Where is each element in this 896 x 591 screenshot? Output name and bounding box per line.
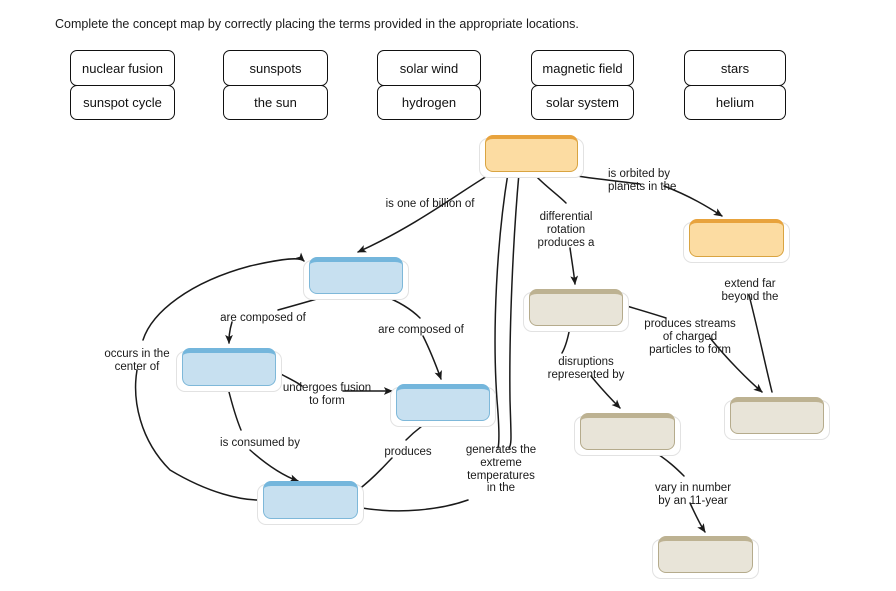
- term-option-hydrogen[interactable]: hydrogen: [377, 85, 481, 120]
- edge-consumed-to-nucfusion: [249, 449, 299, 482]
- n-sunspots-dropzone[interactable]: [580, 413, 675, 450]
- lbl-produces: produces: [384, 446, 432, 458]
- n-solar-wind-dropzone[interactable]: [730, 397, 824, 434]
- edge-label-to-solar-system: [663, 185, 723, 217]
- term-option-the-sun[interactable]: the sun: [223, 85, 328, 120]
- lbl-are-composed-of-1: are composed of: [220, 312, 306, 324]
- edge-sun-to-nucfusion-long: [494, 172, 509, 449]
- edge-extendfar-to-solarwind: [748, 294, 773, 393]
- edge-occurs-to-stars: [142, 252, 305, 341]
- edge-nucfusion-to-produces: [357, 457, 393, 491]
- edge-sun-to-stars: [357, 171, 495, 253]
- n-top-sun-dropzone[interactable]: [485, 135, 578, 172]
- lbl-extend-far-beyond: extend far beyond the: [721, 278, 779, 303]
- n-hydrogen-dropzone[interactable]: [182, 348, 276, 386]
- edge-streams-to-solarwind: [709, 337, 763, 393]
- n-nuclear-fusion-dropzone[interactable]: [263, 481, 358, 519]
- lbl-is-one-of-billion-of: is one of billion of: [385, 198, 475, 210]
- term-option-solar-wind[interactable]: solar wind: [377, 50, 481, 86]
- lbl-is-orbited-by: is orbited by planets in the: [608, 168, 677, 193]
- edge-diffrot-to-magfield: [569, 247, 579, 285]
- edge-vary-to-sunspotcycle: [689, 502, 706, 533]
- edge-occurs-to-nucfusion: [134, 369, 260, 501]
- lbl-produces-streams: produces streams of charged particles to…: [644, 318, 736, 356]
- lbl-differential-rotation: differential rotation produces a: [537, 211, 595, 249]
- edge-sun-to-helium-long: [508, 172, 520, 449]
- lbl-occurs-in-the-center: occurs in the center of: [104, 348, 170, 373]
- n-helium-dropzone[interactable]: [396, 384, 490, 421]
- n-stars-dropzone[interactable]: [309, 257, 403, 294]
- lbl-vary-in-number: vary in number by an 11-year: [654, 482, 732, 507]
- term-option-magnetic-field[interactable]: magnetic field: [531, 50, 634, 86]
- term-option-solar-system[interactable]: solar system: [531, 85, 634, 120]
- edge-composed2-to-helium: [422, 335, 442, 380]
- term-option-helium[interactable]: helium: [684, 85, 786, 120]
- lbl-undergoes-fusion: undergoes fusion to form: [282, 382, 372, 407]
- edge-disruptions-to-sunspots: [590, 375, 621, 409]
- edge-hydrogen-to-consumed: [227, 387, 242, 431]
- n-sunspot-cycle-dropzone[interactable]: [658, 536, 753, 573]
- edge-generates-to-nucfusion: [361, 499, 469, 512]
- page-instruction: Complete the concept map by correctly pl…: [55, 17, 579, 31]
- lbl-disruptions: disruptions represented by: [547, 356, 625, 381]
- n-solar-system-dropzone[interactable]: [689, 219, 784, 257]
- lbl-generates-extreme: generates the extreme temperatures in th…: [465, 444, 537, 495]
- lbl-are-composed-of-2: are composed of: [378, 324, 464, 336]
- n-magnetic-field-dropzone[interactable]: [529, 289, 623, 326]
- edge-composed1-to-hydrogen: [225, 321, 233, 344]
- lbl-is-consumed-by: is consumed by: [220, 437, 300, 449]
- term-option-sunspot-cycle[interactable]: sunspot cycle: [70, 85, 175, 120]
